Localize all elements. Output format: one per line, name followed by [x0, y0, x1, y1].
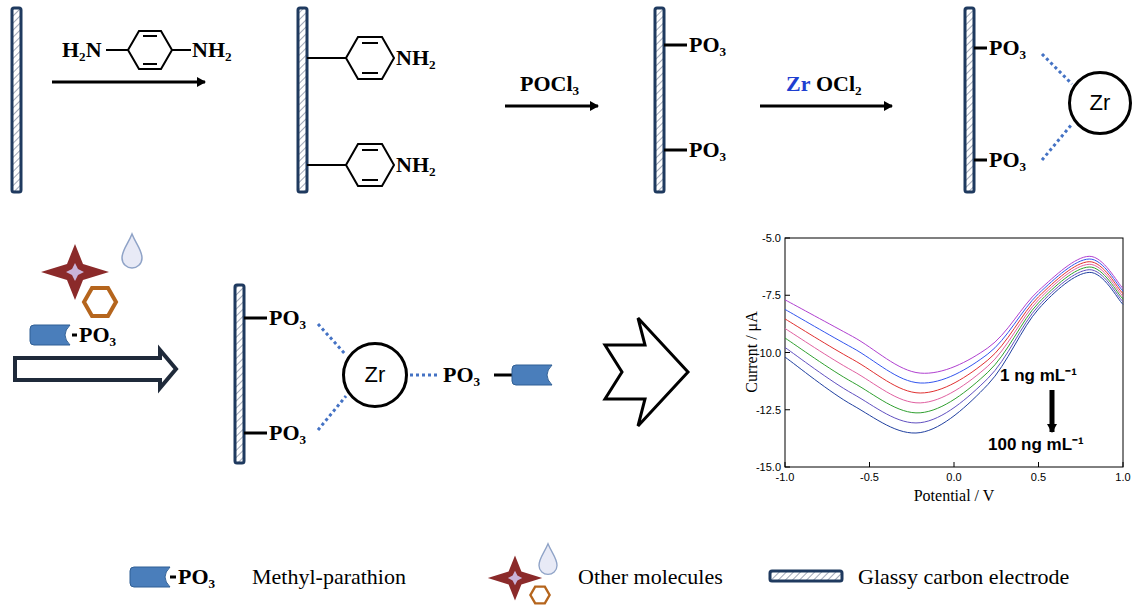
node-text: Zr: [1090, 90, 1111, 116]
interferent-hexagon: [84, 288, 116, 316]
legend-text: Glassy carbon electrode: [858, 565, 1069, 589]
axis-ticks: [785, 238, 1123, 467]
coordination-bond: [318, 54, 1072, 430]
x-tick-label: -0.5: [860, 471, 879, 483]
voltammogram-curve: [785, 262, 1123, 393]
x-tick: [1123, 462, 1124, 467]
grafted-aryl: [307, 37, 394, 186]
y-tick-label: -12.5: [756, 404, 781, 416]
reagent-name: OCl₂: [816, 72, 862, 96]
zr-center: Zr: [342, 342, 408, 408]
legend-text: Other molecules: [578, 565, 723, 589]
x-tick-label: -1.0: [776, 471, 795, 483]
axis-title: Potential / V: [914, 487, 995, 505]
y-tick: [785, 467, 790, 468]
voltammogram-curve: [785, 272, 1123, 433]
zr-center: Zr: [1068, 71, 1132, 135]
voltammogram-curve: [785, 264, 1123, 403]
result-arrow: [605, 318, 688, 426]
concentration-label: 1 ng mL⁻¹: [1000, 367, 1077, 386]
phosphonate-group: PO₃: [79, 323, 116, 347]
amine-group: NH₂: [192, 38, 232, 62]
x-tick: [1038, 462, 1039, 467]
amine-group: NH₂: [396, 46, 436, 70]
legend-methyl-parathion: [130, 567, 170, 587]
axis-title: Current / μA: [743, 311, 761, 392]
x-tick-label: 1.0: [1115, 471, 1130, 483]
x-tick: [785, 462, 786, 467]
phosphonate-group: PO₃: [689, 138, 726, 162]
voltammogram-curve: [785, 259, 1123, 383]
trend-arrow: [1050, 390, 1055, 432]
benzene-ring: [106, 31, 191, 69]
legend-other-molecules: [488, 544, 557, 604]
phosphonate-group: PO₃: [989, 36, 1026, 60]
voltammogram-curve: [785, 267, 1123, 413]
voltammogram-curve: [785, 270, 1123, 423]
bond: [72, 45, 987, 577]
x-tick: [869, 462, 870, 467]
reagent-name: POCl₃: [520, 72, 579, 96]
reagent-metal: Zr: [786, 72, 810, 96]
water-drop: [122, 234, 142, 268]
node-text: Zr: [365, 362, 386, 388]
y-tick: [785, 238, 790, 239]
phosphonate-group: PO₃: [443, 363, 480, 387]
x-tick-label: 0.5: [1031, 471, 1046, 483]
voltammogram-curves: [785, 256, 1123, 433]
y-tick-label: -7.5: [762, 289, 781, 301]
methyl-parathion: [512, 365, 552, 385]
phosphonate-group: PO₃: [269, 306, 306, 330]
legend-text: Methyl-parathion: [252, 565, 406, 589]
x-tick: [954, 462, 955, 467]
plot-frame: [785, 238, 1123, 467]
amine-group: H₂N: [62, 38, 102, 62]
electrode: [12, 8, 974, 581]
amine-group: NH₂: [396, 153, 436, 177]
concentration-label: 100 ng mL⁻¹: [988, 436, 1084, 455]
y-tick-label: -5.0: [762, 232, 781, 244]
methyl-parathion: [30, 325, 70, 345]
injection-arrow: [15, 350, 176, 388]
y-tick: [785, 352, 790, 353]
y-tick: [785, 409, 790, 410]
x-tick-label: 0.0: [946, 471, 961, 483]
phosphonate-group: PO₃: [269, 421, 306, 445]
legend-symbol-label: PO₃: [178, 565, 215, 589]
phosphonate-group: PO₃: [989, 148, 1026, 172]
phosphonate-group: PO₃: [689, 33, 726, 57]
reaction-arrow: [52, 82, 892, 106]
y-tick: [785, 295, 790, 296]
